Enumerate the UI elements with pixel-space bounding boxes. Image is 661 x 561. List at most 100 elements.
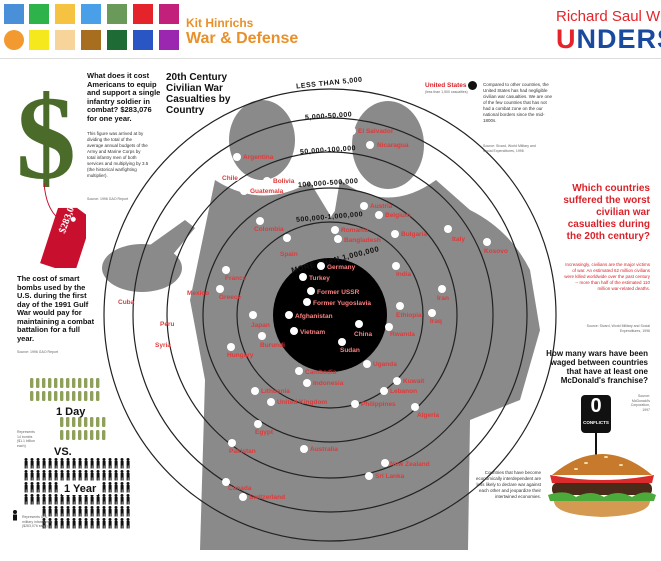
country-label: Vietnam	[300, 329, 326, 336]
color-swatch	[55, 4, 75, 24]
country-label: Indonesia	[313, 380, 344, 387]
country-label: Argentina	[243, 154, 274, 161]
next-page-title-initial: U	[556, 24, 577, 54]
country-label: Former Yugoslavia	[313, 300, 372, 307]
country-dot	[232, 173, 240, 181]
civilian-question: Which countries suffered the worst civil…	[563, 183, 650, 242]
country-label: Bolivia	[273, 178, 295, 185]
country-dot	[331, 226, 339, 234]
country-dot	[375, 211, 383, 219]
civilian-text: Increasingly, civilians are the major vi…	[564, 262, 650, 291]
country-dot	[222, 478, 230, 486]
color-swatch	[133, 30, 153, 50]
country-dot	[153, 333, 161, 341]
civilian-source: Source: Sivard, World Military and Socia…	[586, 324, 650, 333]
mcdonalds-question: How many wars have been waged between co…	[546, 349, 648, 385]
country-label: Bangladesh	[344, 237, 381, 244]
country-label: Hungary	[227, 352, 254, 359]
country-dot	[396, 302, 404, 310]
country-label: Lebanon	[390, 388, 418, 395]
country-dot	[299, 273, 307, 281]
soldier-legend-icon	[13, 510, 17, 521]
country-label: United Kingdom	[277, 399, 328, 406]
camo-dollar-icon: $	[16, 71, 76, 204]
country-label: Egypt	[255, 429, 274, 436]
country-label: Iran	[437, 295, 449, 302]
country-label: Afghanistan	[295, 313, 333, 320]
country-label: Iraq	[430, 318, 442, 325]
bombs-source: Source: 1996 GAO Report	[17, 350, 59, 354]
country-label: Kosovo	[484, 248, 508, 255]
country-dot	[256, 217, 264, 225]
country-dot	[228, 439, 236, 447]
country-dot	[290, 327, 298, 335]
country-dot	[222, 266, 230, 274]
country-dot	[285, 311, 293, 319]
country-dot	[393, 377, 401, 385]
country-label: India	[396, 271, 412, 278]
target-title: 20th Century Civilian War Casualties by …	[166, 72, 231, 116]
conflicts-label: CONFLICTS	[583, 420, 609, 425]
color-swatch	[29, 4, 49, 24]
country-dot	[249, 311, 257, 319]
country-dot	[258, 332, 266, 340]
country-label: Greece	[219, 294, 242, 301]
color-swatch	[29, 30, 49, 50]
us-note-text: Compared to other countries, the United …	[483, 82, 552, 123]
bombs-text: The cost of smart bombs used by the U.S.…	[17, 274, 95, 343]
country-dot	[300, 445, 308, 453]
country-dot	[444, 225, 452, 233]
country-dot	[438, 285, 446, 293]
bombs-legend: Represents 14 bombs ($1.1 billion each)	[17, 430, 35, 448]
country-dot	[355, 320, 363, 328]
soldiers-legend: Represents U.S. military infantrymen ($2…	[22, 515, 53, 528]
dollar-text: This figure was arrived at by dividing t…	[87, 131, 149, 178]
header-divider	[0, 58, 661, 59]
country-label: Japan	[251, 322, 270, 329]
country-label: Algeria	[417, 412, 440, 419]
us-label: United States	[425, 82, 467, 89]
country-dot	[365, 472, 373, 480]
country-dot	[267, 398, 275, 406]
country-dot	[363, 360, 371, 368]
country-label: Belgium	[385, 212, 411, 219]
country-dot	[233, 153, 241, 161]
author-name: Kit Hinrichs	[186, 16, 254, 30]
country-dot	[283, 234, 291, 242]
country-label: Colombia	[254, 226, 284, 233]
country-label: Chile	[222, 175, 238, 182]
country-dot	[392, 262, 400, 270]
country-dot	[391, 230, 399, 238]
country-dot	[240, 187, 248, 195]
country-label: Guatemala	[250, 188, 284, 195]
mcdonalds-source: Source: McDonald's Corporation, 1997	[630, 394, 650, 412]
country-label: Lithuania	[261, 388, 290, 395]
color-swatch	[55, 30, 75, 50]
price-tag-icon	[40, 207, 86, 268]
country-dot	[334, 235, 342, 243]
country-dot	[411, 403, 419, 411]
hamburger-icon	[548, 454, 656, 517]
country-label: Rwanda	[390, 331, 415, 338]
color-swatch	[4, 4, 24, 24]
country-label: Sri Lanka	[375, 473, 405, 480]
country-label: China	[354, 331, 373, 338]
target-bullseye	[273, 258, 387, 372]
country-dot	[385, 323, 393, 331]
country-dot	[303, 298, 311, 306]
color-swatch-circle	[4, 30, 24, 50]
color-swatch	[159, 4, 179, 24]
country-label: Philippines	[361, 401, 396, 408]
country-label: Mexico	[187, 290, 210, 297]
country-label: Australia	[310, 446, 338, 453]
country-dot	[303, 379, 311, 387]
country-label: New Zealand	[390, 461, 430, 468]
country-dot	[251, 387, 259, 395]
conflicts-flag-icon	[581, 395, 611, 467]
country-label: Italy	[452, 236, 466, 243]
next-page-author: Richard Saul W	[556, 8, 661, 25]
color-swatch	[133, 4, 153, 24]
color-swatch	[81, 4, 101, 24]
country-label: Former USSR	[317, 289, 360, 296]
country-label: Cuba	[118, 299, 135, 306]
